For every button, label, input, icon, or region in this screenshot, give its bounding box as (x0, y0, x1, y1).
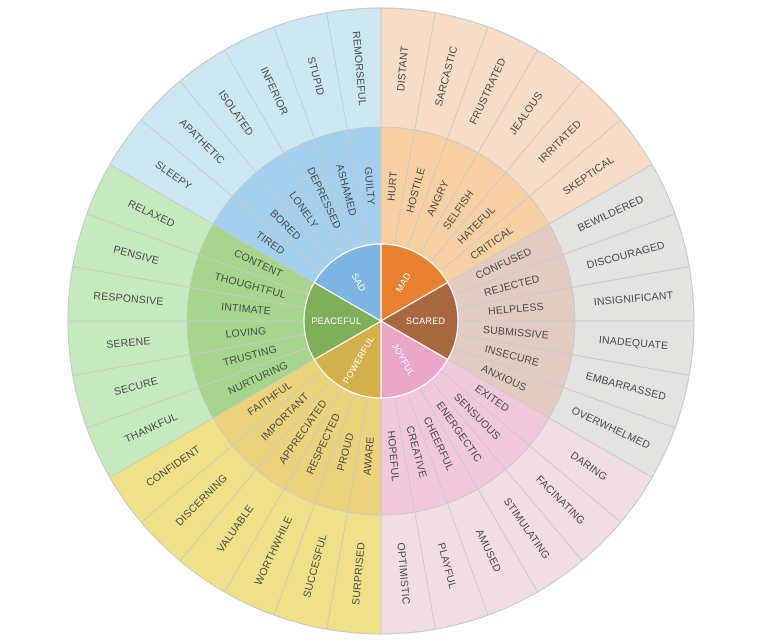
feeling-label-outer-surprised: SURPRISED (350, 541, 367, 605)
core-segment-peaceful (303, 281, 383, 361)
feeling-label-middle-hopeful: HOPEFUL (385, 430, 401, 482)
feeling-label-middle-aware: AWARE (362, 436, 377, 476)
feeling-label-outer-distant: DISTANT (395, 45, 411, 92)
feeling-label-middle-helpless: HELPLESS (488, 301, 545, 318)
core-segment-mad (380, 243, 449, 323)
feeling-label-middle-hurt: HURT (386, 170, 401, 201)
feeling-label-middle-submissive: SUBMISSIVE (482, 324, 549, 342)
feeling-label-outer-optimistic: OPTIMISTIC (394, 542, 411, 605)
wheel-rim (67, 7, 695, 635)
feeling-label-middle-intimate: INTIMATE (221, 301, 272, 317)
core-label-peaceful: PEACEFUL (311, 316, 361, 326)
feeling-label-middle-guilty: GUILTY (362, 166, 377, 205)
feeling-label-outer-serene: SERENE (106, 335, 151, 351)
core-segment-joyful (380, 319, 449, 399)
core-label-scared: SCARED (406, 316, 446, 326)
core-segment-sad (313, 243, 382, 323)
core-segment-powerful (313, 319, 382, 399)
core-segment-scared (379, 281, 459, 361)
feeling-label-middle-loving: LOVING (225, 325, 267, 341)
